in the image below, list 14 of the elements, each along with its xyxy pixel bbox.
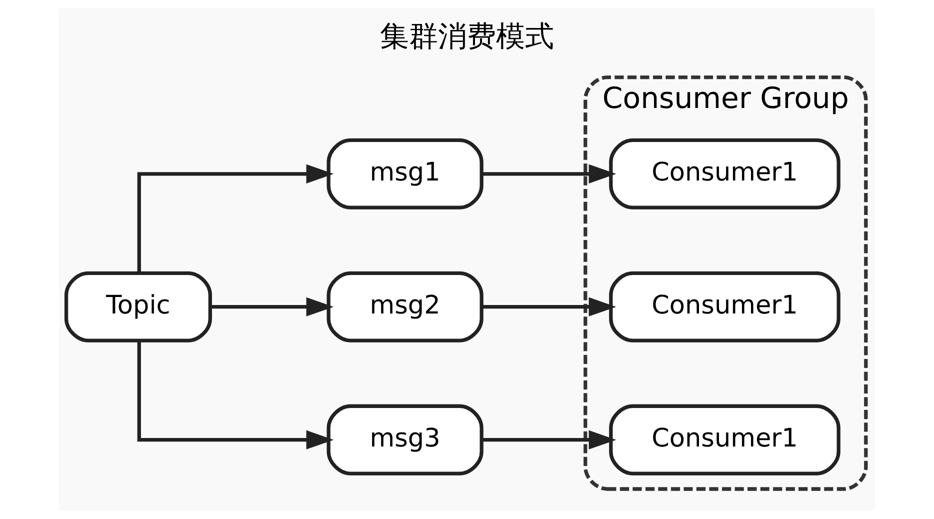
node-box: Consumer1 (609, 138, 840, 210)
diagram-title: 集群消费模式 (380, 19, 554, 54)
node-box: msg3 (326, 404, 484, 476)
arrow (482, 430, 616, 450)
node-box: msg2 (326, 271, 484, 342)
arrow (482, 297, 616, 316)
node-box: Consumer1 (609, 271, 840, 342)
arrow (210, 297, 334, 316)
arrow (482, 164, 616, 184)
arrow (137, 164, 334, 273)
node-box: Topic (64, 271, 212, 342)
node-box: msg1 (326, 138, 484, 210)
node-box: Consumer1 (609, 404, 840, 476)
arrow (137, 341, 334, 450)
